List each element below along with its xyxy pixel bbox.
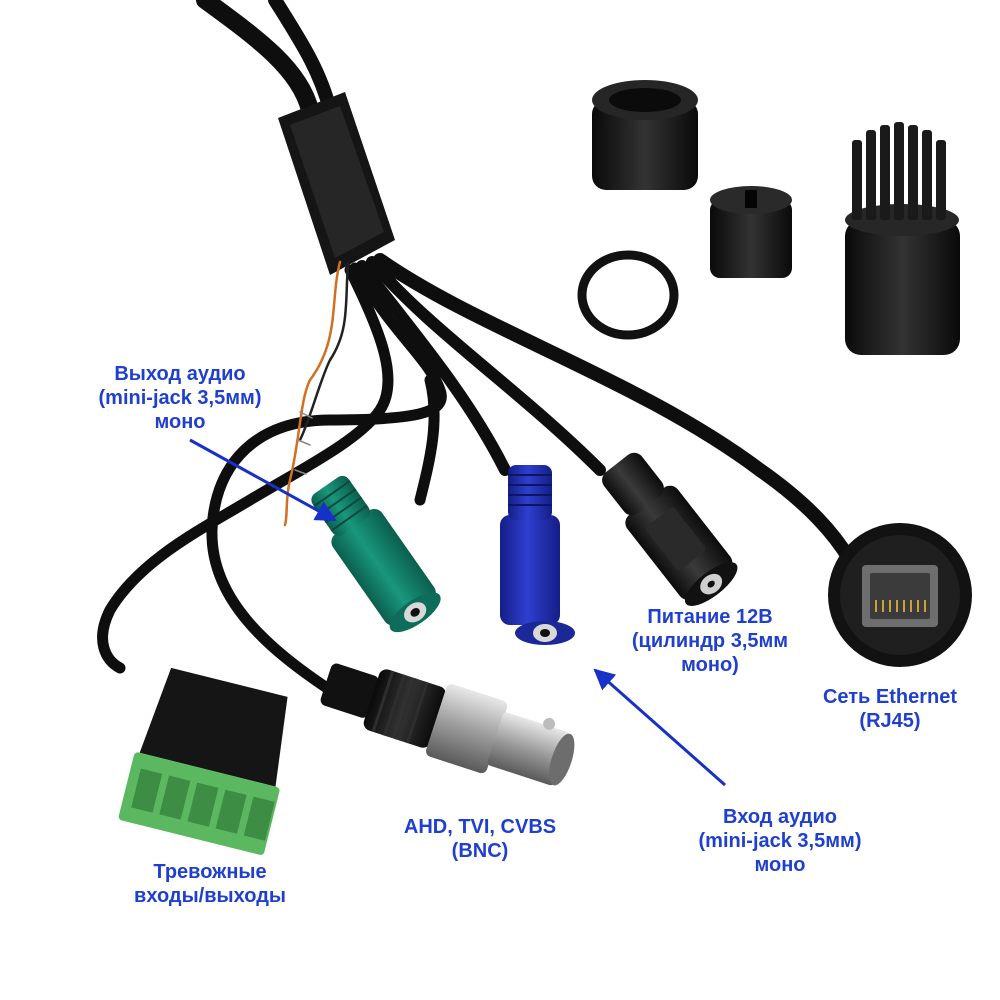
- label-alarm-line2: входы/выходы: [134, 885, 286, 907]
- label-video-line2: (BNC): [451, 840, 509, 862]
- blue-audio-in-jack: [500, 465, 575, 645]
- label-audio-in: Вход аудио (mini-jack 3,5мм) моно: [650, 805, 910, 877]
- label-audio-out-line1: Выход аудио: [114, 363, 246, 385]
- alarm-terminal-block: [118, 667, 288, 855]
- branch-cables: [97, 253, 857, 696]
- annotation-arrows: [189, 438, 726, 787]
- label-video: AHD, TVI, CVBS (BNC): [365, 815, 595, 863]
- label-audio-in-line2: (mini-jack 3,5мм): [698, 830, 862, 852]
- label-audio-in-line3: моно: [754, 854, 806, 876]
- label-power-line3: моно): [681, 654, 739, 676]
- green-audio-out-jack: [311, 475, 441, 633]
- label-audio-out: Выход аудио (mini-jack 3,5мм) моно: [55, 362, 305, 434]
- label-alarm: Тревожные входы/выходы: [95, 860, 325, 908]
- o-ring: [577, 250, 679, 340]
- thin-wires: [283, 260, 350, 527]
- label-ethernet-line1: Сеть Ethernet: [822, 686, 958, 708]
- label-audio-in-line1: Вход аудио: [723, 806, 837, 828]
- label-power-line1: Питание 12В: [647, 606, 773, 628]
- label-ethernet: Сеть Ethernet (RJ45): [790, 685, 990, 733]
- waterproof-cap-nut: [592, 80, 698, 190]
- rubber-seal-plug: [710, 186, 792, 278]
- label-video-line1: AHD, TVI, CVBS: [403, 816, 557, 838]
- audio-out-arrow: [189, 438, 337, 522]
- label-ethernet-line2: (RJ45): [859, 710, 921, 732]
- label-audio-out-line2: (mini-jack 3,5мм): [98, 387, 262, 409]
- label-alarm-line1: Тревожные: [153, 861, 267, 883]
- rj45-waterproof-housing: [845, 122, 960, 355]
- black-power-jack: [602, 452, 738, 606]
- cable-splitter: [278, 92, 395, 275]
- bnc-connector: [320, 663, 575, 786]
- audio-in-arrow: [593, 668, 726, 787]
- label-audio-out-line3: моно: [154, 411, 206, 433]
- main-cables: [196, 0, 337, 119]
- label-power-line2: (цилиндр 3,5мм: [631, 630, 789, 652]
- rj45-connector: [828, 523, 972, 667]
- label-power: Питание 12В (цилиндр 3,5мм моно): [590, 605, 830, 677]
